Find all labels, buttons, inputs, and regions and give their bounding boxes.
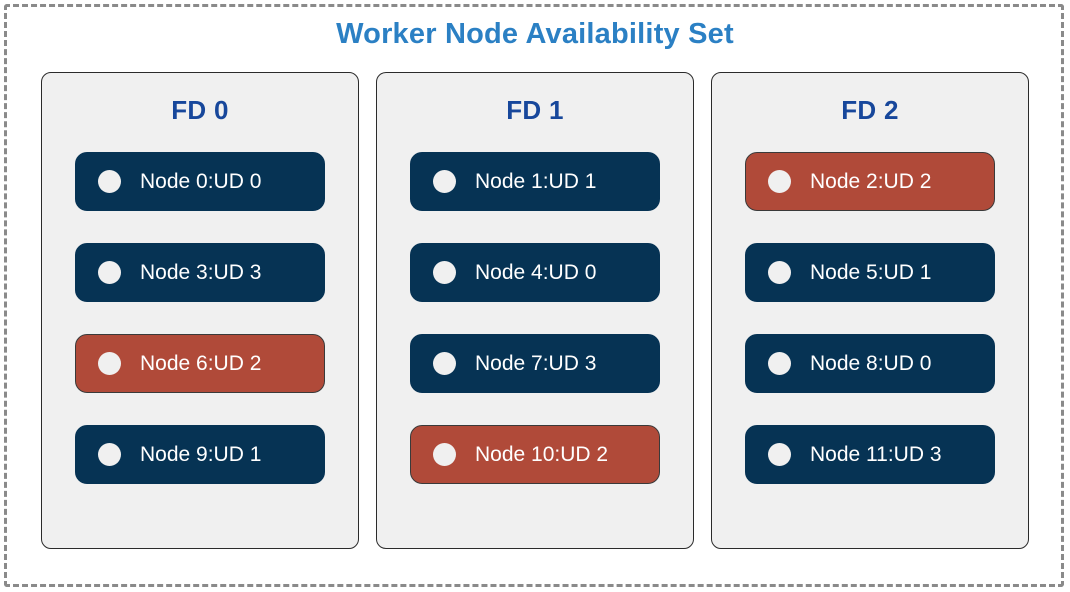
- node-label: Node 0:UD 0: [140, 169, 262, 193]
- status-dot-icon: [433, 170, 456, 193]
- fault-domain-title-2: FD 2: [841, 95, 899, 125]
- status-dot-icon: [98, 170, 121, 193]
- node-label: Node 6:UD 2: [140, 351, 262, 375]
- page-title: Worker Node Availability Set: [336, 18, 734, 50]
- node-label: Node 11:UD 3: [810, 442, 942, 466]
- fault-domain-panel-0[interactable]: FD 0 Node 0:UD 0 Node 3:UD 3 Node 6:UD 2…: [41, 72, 359, 549]
- node-label: Node 4:UD 0: [475, 260, 597, 284]
- status-dot-icon: [433, 443, 456, 466]
- status-dot-icon: [768, 352, 791, 375]
- node-label: Node 5:UD 1: [810, 260, 932, 284]
- node-label: Node 8:UD 0: [810, 351, 932, 375]
- fault-domain-title-1: FD 1: [506, 95, 564, 125]
- status-dot-icon: [98, 352, 121, 375]
- node-label: Node 7:UD 3: [475, 351, 597, 375]
- status-dot-icon: [98, 261, 121, 284]
- node-item[interactable]: Node 8:UD 0: [745, 334, 995, 393]
- node-item[interactable]: Node 2:UD 2: [745, 152, 995, 211]
- status-dot-icon: [768, 261, 791, 284]
- node-item[interactable]: Node 11:UD 3: [745, 425, 995, 484]
- fault-domain-title-0: FD 0: [171, 95, 229, 125]
- availability-set-boundary: [4, 4, 1064, 587]
- node-label: Node 9:UD 1: [140, 442, 262, 466]
- status-dot-icon: [98, 443, 121, 466]
- node-label: Node 1:UD 1: [475, 169, 597, 193]
- node-item[interactable]: Node 9:UD 1: [75, 425, 325, 484]
- node-item[interactable]: Node 4:UD 0: [410, 243, 660, 302]
- node-list-fd-2: Node 2:UD 2 Node 5:UD 1 Node 8:UD 0 Node…: [712, 152, 1028, 484]
- status-dot-icon: [433, 261, 456, 284]
- node-item[interactable]: Node 6:UD 2: [75, 334, 325, 393]
- node-item[interactable]: Node 0:UD 0: [75, 152, 325, 211]
- node-item[interactable]: Node 10:UD 2: [410, 425, 660, 484]
- fault-domain-row: FD 0 Node 0:UD 0 Node 3:UD 3 Node 6:UD 2…: [41, 72, 1029, 549]
- node-list-fd-0: Node 0:UD 0 Node 3:UD 3 Node 6:UD 2 Node…: [42, 152, 358, 484]
- node-label: Node 2:UD 2: [810, 169, 932, 193]
- status-dot-icon: [768, 170, 791, 193]
- node-item[interactable]: Node 1:UD 1: [410, 152, 660, 211]
- node-list-fd-1: Node 1:UD 1 Node 4:UD 0 Node 7:UD 3 Node…: [377, 152, 693, 484]
- status-dot-icon: [768, 443, 791, 466]
- node-label: Node 3:UD 3: [140, 260, 262, 284]
- fault-domain-panel-1[interactable]: FD 1 Node 1:UD 1 Node 4:UD 0 Node 7:UD 3…: [376, 72, 694, 549]
- status-dot-icon: [433, 352, 456, 375]
- fault-domain-panel-2[interactable]: FD 2 Node 2:UD 2 Node 5:UD 1 Node 8:UD 0…: [711, 72, 1029, 549]
- node-item[interactable]: Node 3:UD 3: [75, 243, 325, 302]
- node-item[interactable]: Node 5:UD 1: [745, 243, 995, 302]
- node-item[interactable]: Node 7:UD 3: [410, 334, 660, 393]
- node-label: Node 10:UD 2: [475, 442, 609, 466]
